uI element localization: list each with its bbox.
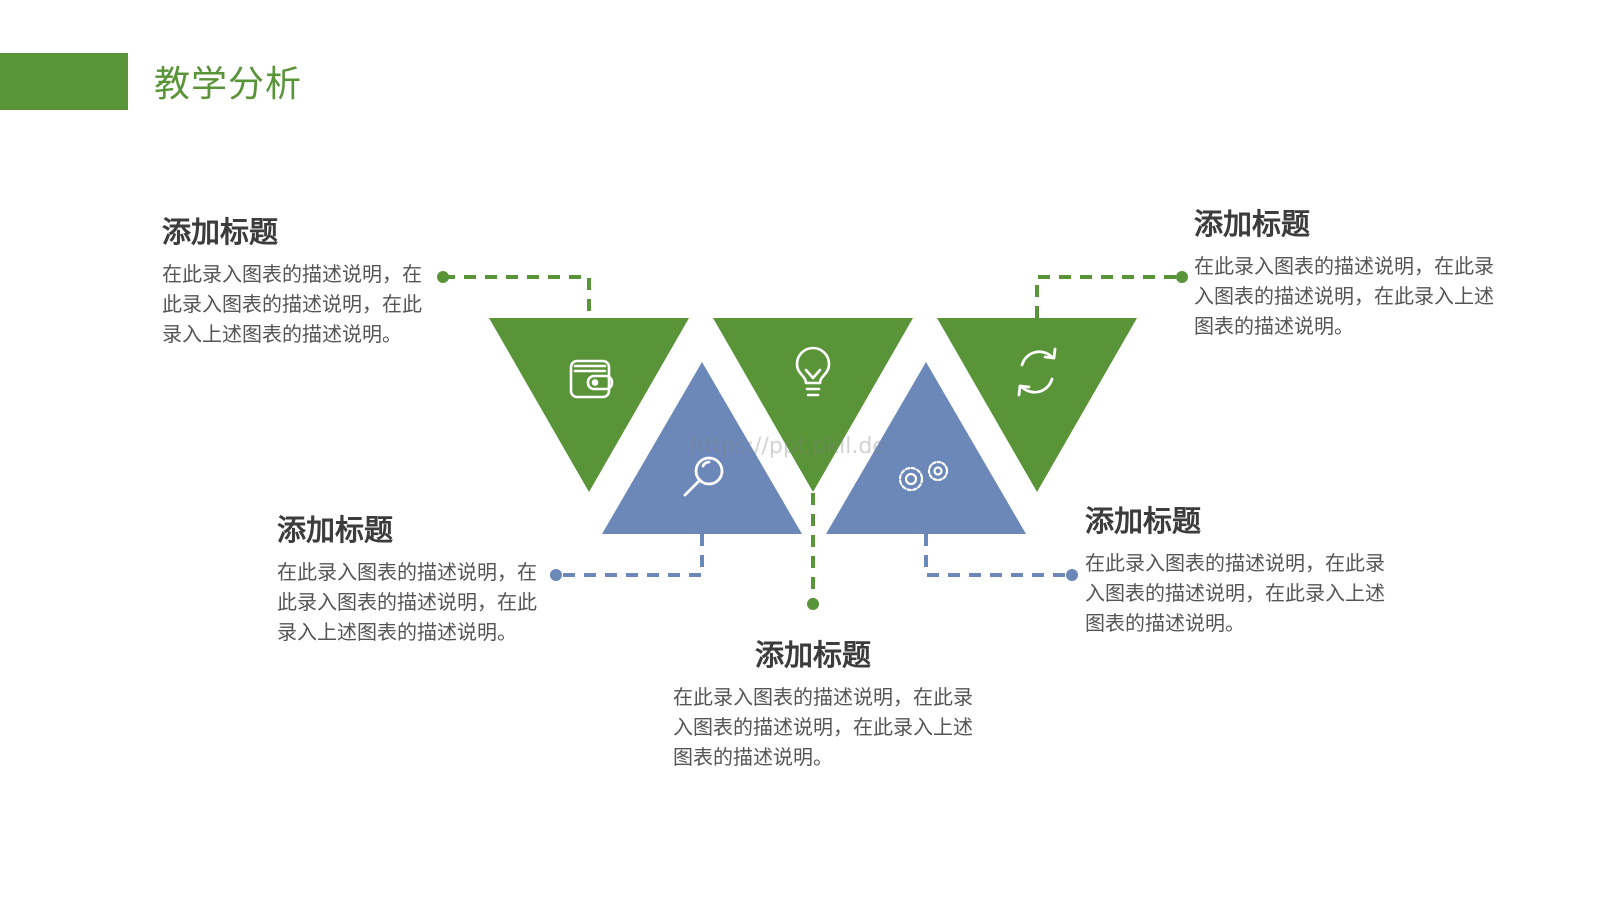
text-block-gears: 添加标题 在此录入图表的描述说明，在此录入图表的描述说明，在此录入上述图表的描述… xyxy=(1085,502,1385,638)
text-block-search: 添加标题 在此录入图表的描述说明，在此录入图表的描述说明，在此录入上述图表的描述… xyxy=(277,511,553,647)
refresh-icon xyxy=(1017,347,1057,397)
connector-dot-wallet xyxy=(437,271,449,283)
header-accent-bar xyxy=(0,53,128,110)
triangle-refresh xyxy=(937,318,1137,492)
connector-wallet xyxy=(443,275,591,320)
gears-icon xyxy=(898,460,949,492)
triangle-gears xyxy=(826,362,1026,534)
wallet-icon xyxy=(569,359,614,399)
connector-refresh xyxy=(1035,275,1180,318)
block-description: 在此录入图表的描述说明，在此录入图表的描述说明，在此录入上述图表的描述说明。 xyxy=(673,685,973,769)
block-title: 添加标题 xyxy=(754,638,871,672)
page-title: 教学分析 xyxy=(154,64,303,105)
triangle-lightbulb xyxy=(713,318,913,492)
block-description: 在此录入图表的描述说明，在此录入图表的描述说明，在此录入上述图表的描述说明。 xyxy=(162,262,422,346)
text-block-lightbulb: 添加标题 在此录入图表的描述说明，在此录入图表的描述说明，在此录入上述图表的描述… xyxy=(673,636,973,772)
triangle-search xyxy=(602,362,802,534)
block-title: 添加标题 xyxy=(277,513,394,547)
text-block-refresh: 添加标题 在此录入图表的描述说明，在此录入图表的描述说明，在此录入上述图表的描述… xyxy=(1194,205,1494,341)
block-title: 添加标题 xyxy=(162,215,279,249)
connector-dot-search xyxy=(550,569,562,581)
connector-search xyxy=(556,534,704,577)
block-title: 添加标题 xyxy=(1085,504,1202,538)
block-description: 在此录入图表的描述说明，在此录入图表的描述说明，在此录入上述图表的描述说明。 xyxy=(1194,254,1494,338)
connector-gears xyxy=(924,534,1072,577)
lightbulb-icon xyxy=(795,346,831,397)
triangle-wallet xyxy=(489,318,689,492)
block-title: 添加标题 xyxy=(1194,207,1311,241)
search-icon xyxy=(683,456,724,497)
connector-dot-refresh xyxy=(1176,271,1188,283)
block-description: 在此录入图表的描述说明，在此录入图表的描述说明，在此录入上述图表的描述说明。 xyxy=(1085,551,1385,635)
text-block-wallet: 添加标题 在此录入图表的描述说明，在此录入图表的描述说明，在此录入上述图表的描述… xyxy=(162,213,438,349)
block-description: 在此录入图表的描述说明，在此录入图表的描述说明，在此录入上述图表的描述说明。 xyxy=(277,560,537,644)
watermark: https://ppt.pkll.de xyxy=(690,434,886,459)
connector-dot-lightbulb xyxy=(807,598,819,610)
connector-dot-gears xyxy=(1066,569,1078,581)
